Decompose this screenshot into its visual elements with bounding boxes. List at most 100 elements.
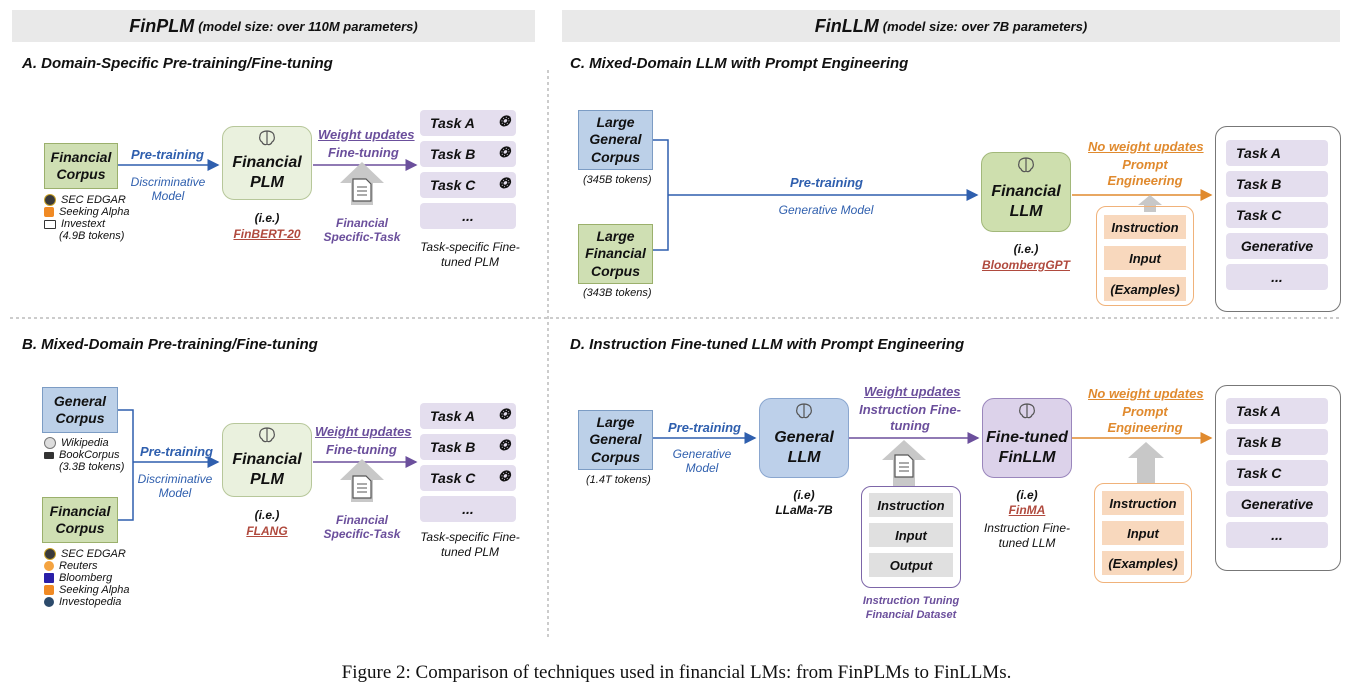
task-b: Task B [1226,429,1328,455]
ie-label: (i.e.) [254,508,280,522]
document-icon [352,475,372,499]
flang-link: FLANG [246,524,288,538]
task-b: Task B❂ [420,141,516,167]
ie-label: (i.e.) [254,211,280,225]
prompt-examples: (Examples) [1104,277,1186,301]
up-arrow-icon [1138,195,1162,212]
task-more: ... [420,496,516,522]
header-sub: (model size: over 110M parameters) [198,18,418,34]
generative-label: Generative Model [778,203,874,217]
discriminative-label: Discriminative Model [137,472,213,500]
task-a: Task A [1226,398,1328,424]
section-a-title: A. Domain-Specific Pre-training/Fine-tun… [22,55,333,72]
pretraining-label: Pre-training [790,175,863,190]
general-llm-box: General LLM [759,398,849,478]
task-c: Task C❂ [420,172,516,198]
finbert-link: FinBERT-20 [233,227,301,241]
brain-icon: ❂ [498,175,510,191]
header-sub: (model size: over 7B parameters) [882,18,1088,34]
brain-icon [259,130,275,146]
finplm-header: FinPLM (model size: over 110M parameters… [12,10,535,42]
prompt-group [1096,206,1194,306]
bloomberg-icon [44,573,54,583]
task-more: ... [420,203,516,229]
brain-icon [1018,157,1034,173]
brain-icon [796,403,812,419]
wikipedia-icon [44,437,56,449]
dataset-instruction: Instruction [869,493,953,517]
brain-icon: ❂ [498,113,510,129]
figure-caption: Figure 2: Comparison of techniques used … [341,662,1012,683]
task-specific-label: Task-specific Fine-tuned PLM [420,240,520,269]
token-count: (1.4T tokens) [586,474,651,486]
brain-icon: ❂ [498,468,510,484]
prompt-input: Input [1102,521,1184,545]
brain-icon: ❂ [498,437,510,453]
brain-icon: ❂ [498,144,510,160]
ie-label: (i.e.) [1013,242,1039,256]
document-icon [352,178,372,202]
specific-task-label: Financial Specific-Task [323,513,401,542]
task-b: Task B❂ [420,434,516,460]
seeking-alpha-icon [44,585,54,595]
instruction-finetuned-label: Instruction Fine-tuned LLM [983,521,1071,550]
generative-label: Generative Model [672,447,732,475]
task-group [1215,385,1341,571]
financial-source-list: SEC EDGAR Reuters Bloomberg Seeking Alph… [44,548,130,608]
pretraining-label: Pre-training [140,444,213,459]
pretraining-label: Pre-training [131,147,204,162]
weight-updates-label: Weight updates [315,424,412,439]
task-generative: Generative [1226,233,1328,259]
prompt-engineering-label: Prompt Engineering [1107,404,1183,435]
prompt-instruction: Instruction [1104,215,1186,239]
brain-icon [259,427,275,443]
prompt-group [1094,483,1192,583]
token-count: (343B tokens) [583,287,652,299]
finetuning-label: Fine-tuning [328,145,399,160]
finma-link: FinMA [1008,503,1046,517]
sec-edgar-icon [44,548,56,560]
seeking-alpha-icon [44,207,54,217]
investopedia-icon [44,597,54,607]
large-general-corpus-box: Large General Corpus [578,410,653,470]
bookcorpus-icon [44,451,54,459]
task-group [1215,126,1341,312]
general-corpus-box: General Corpus [42,387,118,433]
prompt-engineering-label: Prompt Engineering [1107,157,1183,188]
token-count: (345B tokens) [583,174,652,186]
ie-label: (i.e) [793,488,815,502]
task-c: Task C [1226,202,1328,228]
dataset-input: Input [869,523,953,547]
task-b: Task B [1226,171,1328,197]
header-title: FinPLM [129,15,195,36]
large-general-corpus-box: Large General Corpus [578,110,653,170]
general-source-list: Wikipedia BookCorpus (3.3B tokens) [44,437,124,473]
financial-corpus-box: Financial Corpus [44,143,118,189]
task-generative: Generative [1226,491,1328,517]
up-arrow-icon [1128,442,1164,484]
task-a: Task A❂ [420,403,516,429]
prompt-examples: (Examples) [1102,551,1184,575]
llama-label: LLaMa-7B [775,503,833,517]
financial-corpus-box: Financial Corpus [42,497,118,543]
weight-updates-label: Weight updates [864,384,961,399]
task-a: Task A [1226,140,1328,166]
dataset-group [861,486,961,588]
section-b-title: B. Mixed-Domain Pre-training/Fine-tuning [22,336,318,353]
task-specific-label: Task-specific Fine-tuned PLM [420,530,520,559]
instruction-finetuning-label: Instruction Fine-tuning [859,402,961,433]
source-list: SEC EDGAR Seeking Alpha Investext (4.9B … [44,194,130,242]
reuters-icon [44,561,54,571]
bloomberggpt-link: BloombergGPT [981,258,1070,272]
prompt-instruction: Instruction [1102,491,1184,515]
discriminative-label: Discriminative Model [130,175,206,203]
task-more: ... [1226,264,1328,290]
no-weight-updates-label: No weight updates [1088,386,1204,401]
sec-edgar-icon [44,194,56,206]
specific-task-label: Financial Specific-Task [323,216,401,245]
section-c-title: C. Mixed-Domain LLM with Prompt Engineer… [570,55,909,72]
financial-plm-box: Financial PLM [222,126,312,200]
task-c: Task C❂ [420,465,516,491]
